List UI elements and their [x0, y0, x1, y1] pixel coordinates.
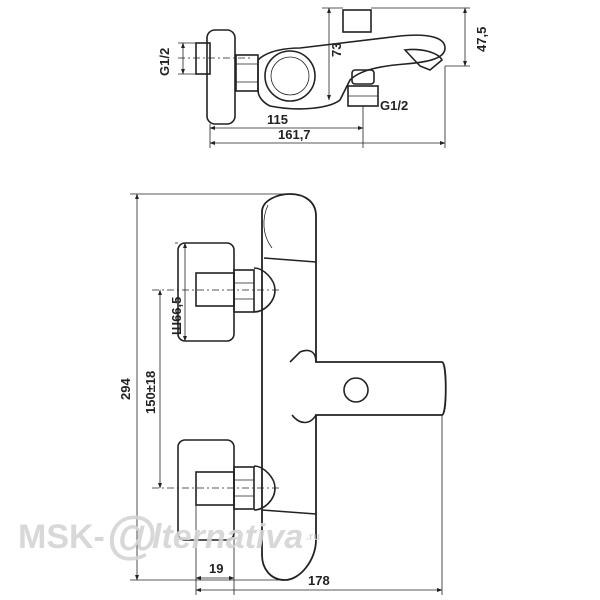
- dim-178-label: 178: [308, 573, 330, 588]
- dim-thread-right-label: G1/2: [380, 98, 408, 113]
- watermark-brand-right: lternativa: [152, 518, 303, 556]
- dim-47-5-label: 47,5: [474, 27, 489, 52]
- dim-thread-left-label: G1/2: [157, 48, 172, 76]
- watermark-at-icon: @: [106, 507, 157, 565]
- top-view: G1/2 73 47,5 G1/2 115 161,7: [157, 7, 489, 148]
- watermark-logo: MSK- @ lternativa .ru: [18, 507, 320, 565]
- watermark-brand-suffix: .ru: [306, 531, 320, 543]
- dim-73-label: 73: [329, 43, 344, 57]
- dim-19-label: 19: [209, 561, 223, 576]
- front-view: 294 Ш66,5 150±18 19 178: [118, 193, 447, 595]
- watermark-brand-left: MSK-: [18, 518, 105, 556]
- dim-294-label: 294: [118, 378, 133, 400]
- dim-115-label: 115: [267, 112, 288, 127]
- dim-161-7-label: 161,7: [278, 127, 311, 142]
- dim-150-label: 150±18: [143, 371, 158, 414]
- dim-diameter-label: Ш66,5: [169, 297, 184, 335]
